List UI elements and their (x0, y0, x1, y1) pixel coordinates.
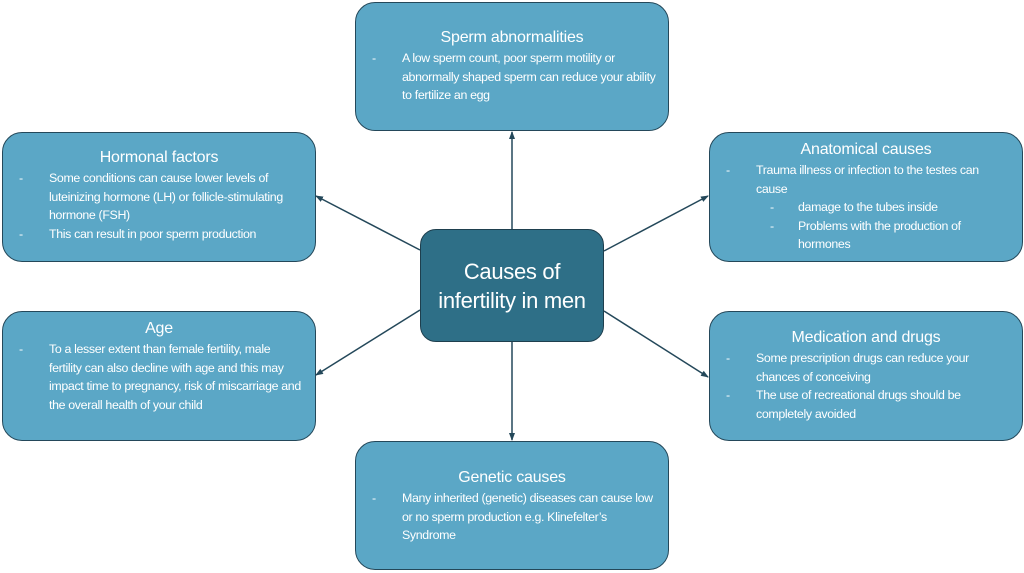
central-topic: Causes of infertility in men (420, 229, 604, 342)
box-title: Age (145, 320, 173, 337)
bullet: The use of recreational drugs should be … (720, 386, 1012, 423)
central-topic-title: Causes of infertility in men (438, 258, 586, 313)
box-title: Hormonal factors (99, 149, 219, 166)
box-title: Sperm abnormalities (440, 29, 584, 46)
age-box: Age To a lesser extent than female ferti… (2, 311, 316, 441)
genetic-causes-box: Genetic causes Many inherited (genetic) … (355, 441, 669, 570)
sub-bullet: Problems with the production of hormones (720, 217, 1012, 254)
box-title: Medication and drugs (791, 329, 941, 346)
bullet: Trauma illness or infection to the teste… (720, 161, 1012, 198)
bullet: Many inherited (genetic) diseases can ca… (366, 489, 658, 545)
box-title: Anatomical causes (800, 141, 932, 158)
sperm-abnormalities-box: Sperm abnormalities A low sperm count, p… (355, 2, 669, 131)
hormonal-factors-box: Hormonal factors Some conditions can cau… (2, 132, 316, 262)
bullet: Some conditions can cause lower levels o… (13, 169, 305, 225)
arrow-to-medication (603, 310, 709, 378)
medication-drugs-box: Medication and drugs Some prescription d… (709, 311, 1023, 441)
arrow-to-hormonal (315, 195, 421, 251)
bullet: To a lesser extent than female fertility… (13, 340, 305, 414)
bullet: A low sperm count, poor sperm motility o… (366, 49, 658, 105)
bullet: Some prescription drugs can reduce your … (720, 349, 1012, 386)
arrow-to-anatomical (603, 195, 709, 252)
arrow-to-age (315, 309, 421, 376)
sub-bullet: damage to the tubes inside (720, 198, 1012, 217)
box-title: Genetic causes (458, 469, 566, 486)
anatomical-causes-box: Anatomical causes Trauma illness or infe… (709, 132, 1023, 262)
bullet: This can result in poor sperm production (13, 225, 305, 244)
